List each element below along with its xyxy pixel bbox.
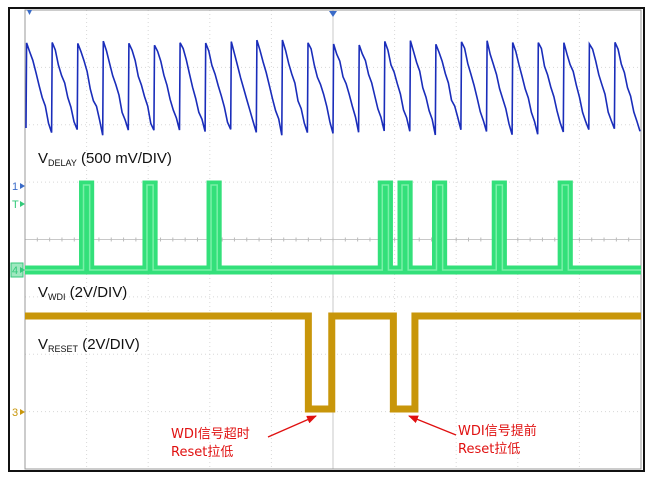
vwdi-trace-edge: [25, 184, 641, 271]
annotation-arrow-early: [408, 415, 457, 436]
time-reference-marker: [329, 11, 337, 17]
ch1-marker: 1: [12, 181, 18, 193]
channel-label-vreset: VRESET (2V/DIV): [38, 336, 140, 354]
annotation-timeout-line2: Reset拉低: [171, 445, 233, 460]
traces: [25, 39, 641, 413]
vdelay-trace: [25, 39, 641, 136]
channel-markers: 1T 4 3: [10, 181, 25, 419]
ch4-marker: 4: [12, 265, 18, 277]
vreset-trace: [25, 312, 641, 413]
trigger-marker: T: [12, 199, 19, 211]
trigger-position-marker: [27, 10, 32, 15]
trigger-marker-arrow: [20, 201, 25, 207]
ch1-marker-arrow: [20, 183, 25, 189]
channel-label-vwdi: VWDI (2V/DIV): [38, 284, 127, 302]
plot-area-border: [24, 9, 642, 470]
ch4-marker-arrow: [20, 267, 25, 273]
annotation-early-line2: Reset拉低: [458, 442, 520, 457]
ch3-marker-arrow: [20, 409, 25, 415]
channel-label-vdelay: VDELAY (500 mV/DIV): [38, 150, 172, 168]
annotation-timeout-line1: WDI信号超时: [171, 427, 250, 442]
ch3-marker: 3: [12, 407, 18, 419]
annotation-arrow-timeout: [267, 415, 317, 438]
annotation-early-line1: WDI信号提前: [458, 423, 537, 439]
